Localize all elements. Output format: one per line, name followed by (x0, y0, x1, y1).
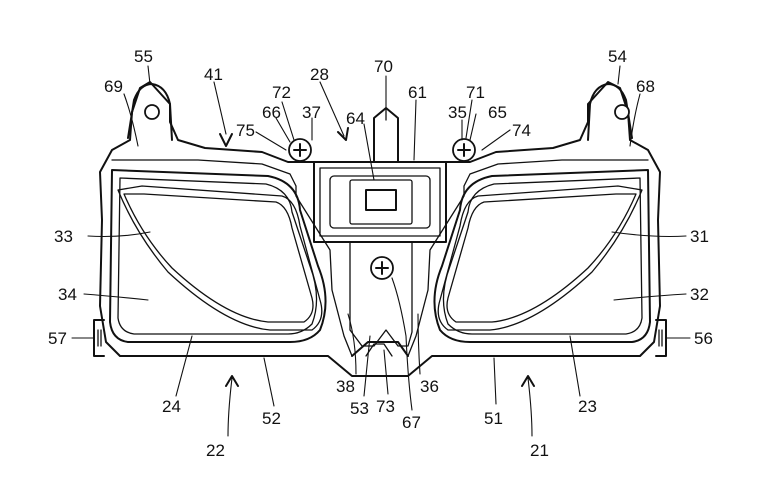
reference-numerals: 55 69 41 28 70 72 66 37 75 64 61 35 71 6… (48, 47, 713, 460)
label-53: 53 (350, 399, 369, 418)
label-32: 32 (690, 285, 709, 304)
label-75: 75 (236, 121, 255, 140)
label-66: 66 (262, 103, 281, 122)
arrow-41 (219, 133, 233, 147)
label-34: 34 (58, 285, 77, 304)
right-lamp-unit (433, 169, 651, 343)
center-module (313, 107, 447, 243)
label-38: 38 (336, 377, 355, 396)
leader-lines (71, 65, 691, 411)
label-69: 69 (104, 77, 123, 96)
mount-tab-right (587, 83, 633, 141)
label-36: 36 (420, 377, 439, 396)
label-73: 73 (376, 397, 395, 416)
left-lamp-unit (109, 169, 327, 343)
label-68: 68 (636, 77, 655, 96)
outer-housing-outline (99, 81, 661, 377)
label-65: 65 (488, 103, 507, 122)
label-71: 71 (466, 83, 485, 102)
label-51: 51 (484, 409, 503, 428)
label-28: 28 (310, 65, 329, 84)
screw-66 (288, 138, 312, 162)
label-31: 31 (690, 227, 709, 246)
label-22: 22 (206, 441, 225, 460)
arrow-28 (337, 127, 349, 141)
arrow-22 (225, 375, 239, 437)
right-lens-reflector (437, 185, 643, 331)
label-33: 33 (54, 227, 73, 246)
inner-flange-line (111, 159, 649, 357)
left-lens-reflector (117, 185, 323, 331)
center-bracket (349, 241, 413, 357)
label-61: 61 (408, 83, 427, 102)
label-37: 37 (302, 103, 321, 122)
label-67: 67 (402, 413, 421, 432)
mount-tab-left (127, 83, 173, 141)
label-70: 70 (374, 57, 393, 76)
label-41: 41 (204, 65, 223, 84)
screw-65 (452, 138, 476, 162)
label-74: 74 (512, 121, 531, 140)
label-24: 24 (162, 397, 181, 416)
label-55: 55 (134, 47, 153, 66)
label-35: 35 (448, 103, 467, 122)
label-23: 23 (578, 397, 597, 416)
screw-67 (370, 256, 394, 280)
label-56: 56 (694, 329, 713, 348)
label-64: 64 (346, 109, 365, 128)
label-72: 72 (272, 83, 291, 102)
label-21: 21 (530, 441, 549, 460)
label-54: 54 (608, 47, 627, 66)
arrow-21 (521, 375, 535, 437)
label-57: 57 (48, 329, 67, 348)
label-52: 52 (262, 409, 281, 428)
